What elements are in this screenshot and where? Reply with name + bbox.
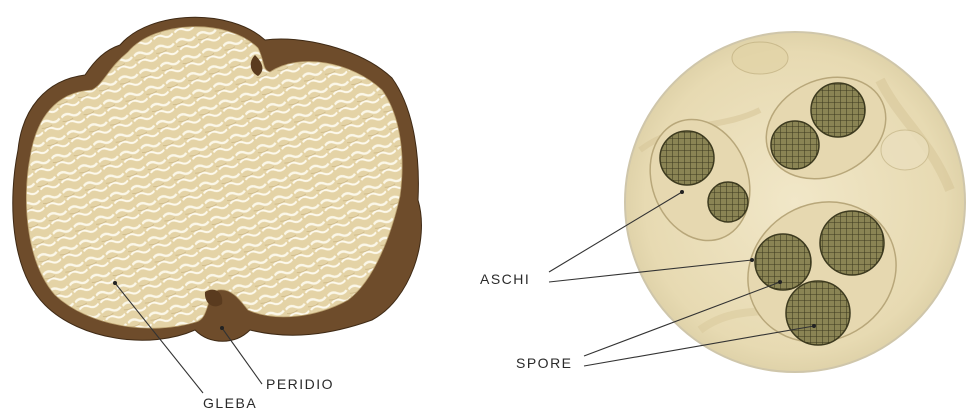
- gleba-leader-dot: [113, 281, 117, 285]
- gleba-label: GLEBA: [203, 395, 257, 411]
- spore: [660, 131, 714, 185]
- spore: [755, 234, 811, 290]
- aschi-leader-dot-1: [680, 190, 684, 194]
- spore: [820, 211, 884, 275]
- gleba-flesh: [26, 27, 402, 329]
- spore: [786, 281, 850, 345]
- spore: [771, 121, 819, 169]
- spore: [811, 83, 865, 137]
- truffle-cross-section: [13, 17, 422, 341]
- spore: [708, 182, 748, 222]
- spore-leader-dot-2: [812, 324, 816, 328]
- aschi-label: ASCHI: [480, 271, 530, 287]
- peridio-label: PERIDIO: [266, 376, 334, 392]
- peridio-leader-dot: [220, 326, 224, 330]
- spore-leader-dot-1: [778, 280, 782, 284]
- aschi-leader-dot-2: [750, 258, 754, 262]
- spore-label: SPORE: [516, 355, 573, 371]
